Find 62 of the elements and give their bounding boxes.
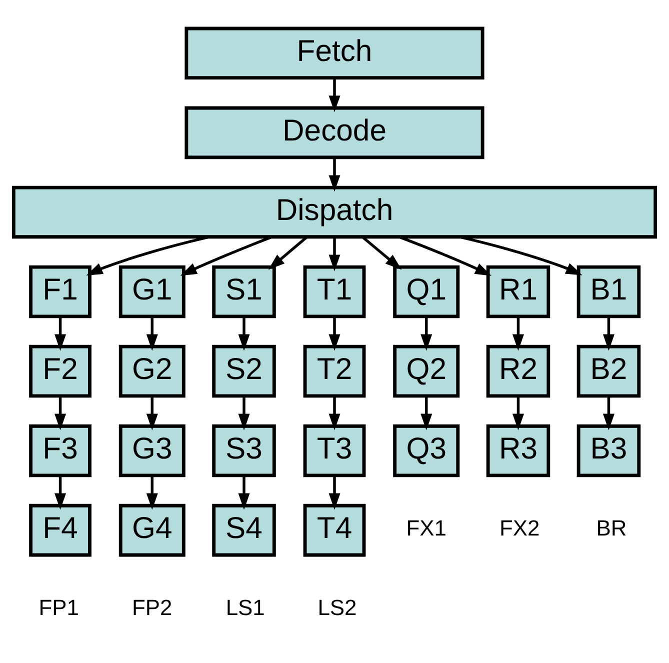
node-label: FX2 xyxy=(499,516,540,541)
arrow xyxy=(238,476,250,510)
arrow xyxy=(512,316,524,351)
node-box: R3 xyxy=(486,424,550,478)
node-box: B1 xyxy=(576,265,641,318)
arrow xyxy=(398,236,492,276)
arrow xyxy=(146,316,158,351)
node-box: Fetch xyxy=(184,26,484,80)
arrow xyxy=(420,316,432,351)
node-box: G2 xyxy=(118,344,186,398)
arrow xyxy=(328,396,340,430)
node-box: T2 xyxy=(303,344,366,398)
node-label: BR xyxy=(596,516,627,541)
arrow xyxy=(328,476,340,510)
arrow xyxy=(420,396,432,430)
node-box: G3 xyxy=(118,424,186,478)
node-box: F3 xyxy=(29,424,92,478)
node-box: T1 xyxy=(303,265,366,318)
arrow xyxy=(146,396,158,430)
node-label: FP1 xyxy=(38,595,80,620)
node-label: FP2 xyxy=(132,595,172,620)
node-box: S2 xyxy=(212,344,276,398)
node-label: LS2 xyxy=(318,595,357,620)
node-label: FX1 xyxy=(406,516,446,541)
node-box: Q1 xyxy=(393,265,460,318)
node-box: S1 xyxy=(212,265,276,318)
arrow xyxy=(328,316,340,351)
node-box: F2 xyxy=(29,344,92,398)
arrow xyxy=(54,316,66,351)
arrow xyxy=(362,236,402,270)
node-box: Q2 xyxy=(393,344,460,398)
node-box: R2 xyxy=(486,344,550,398)
node-box: F1 xyxy=(29,265,92,318)
node-box: F4 xyxy=(29,504,92,557)
arrow xyxy=(238,396,250,430)
node-box: G1 xyxy=(118,265,186,318)
arrow xyxy=(180,236,272,276)
node-box: R1 xyxy=(486,265,550,318)
arrow xyxy=(238,316,250,351)
node-box: G4 xyxy=(118,504,186,557)
node-box: B2 xyxy=(576,344,641,398)
node-box: Decode xyxy=(184,106,484,160)
arrow xyxy=(86,236,210,276)
arrow xyxy=(146,476,158,510)
arrow xyxy=(328,158,340,192)
arrow xyxy=(328,78,340,112)
arrow xyxy=(602,396,614,430)
arrow xyxy=(54,476,66,510)
node-box: Dispatch xyxy=(12,186,658,239)
node-box: S3 xyxy=(212,424,276,478)
arrow xyxy=(459,236,582,276)
arrow xyxy=(328,237,340,272)
node-box: B3 xyxy=(576,424,641,478)
node-box: T4 xyxy=(303,504,366,557)
node-label: LS1 xyxy=(226,595,265,620)
node-box: Q3 xyxy=(393,424,460,478)
arrow xyxy=(268,236,308,270)
arrow xyxy=(512,396,524,430)
node-box: S4 xyxy=(212,504,276,557)
arrow xyxy=(602,316,614,351)
node-box: T3 xyxy=(303,424,366,478)
arrow xyxy=(54,396,66,430)
